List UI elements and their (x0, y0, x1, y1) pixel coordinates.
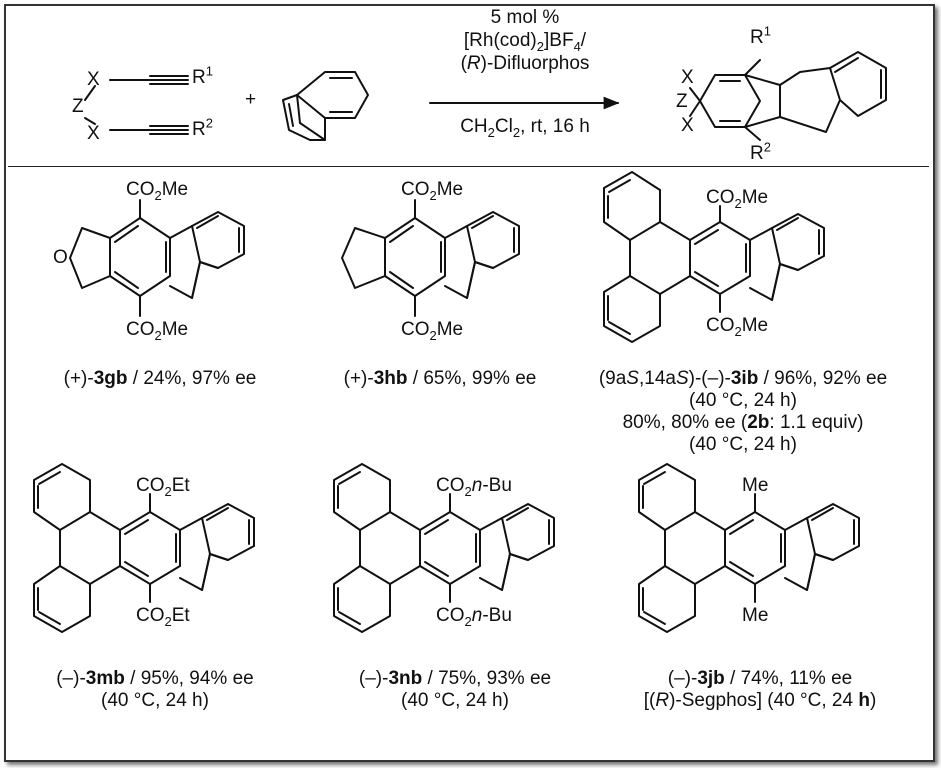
r1-label: R1 (192, 63, 213, 88)
compound-label-3mb: (–)-3mb / 95%, 94% ee (40 °C, 24 h) (56, 668, 254, 711)
structure-3nb (333, 463, 555, 633)
compound-label-3ib: (9aS,14aS)-(–)-3ib / 96%, 92% ee (40 °C,… (598, 368, 888, 455)
divider-line (8, 166, 929, 167)
structure-3mb (33, 463, 255, 633)
diyne-reactant (84, 75, 189, 135)
x-label-bottom: X (87, 123, 100, 144)
conditions-catalyst-loading: 5 mol % (490, 7, 560, 28)
substituent-co2me: CO2Me (401, 319, 464, 343)
product-x-top: X (681, 67, 694, 88)
structure-3gb (69, 199, 245, 317)
substituent-co2et: CO2Et (136, 475, 190, 499)
product-r1-label: R1 (750, 23, 771, 48)
r2-label: R2 (192, 115, 213, 140)
compound-label-3hb: (+)-3hb / 65%, 99% ee (343, 368, 537, 389)
substituent-me: Me (742, 605, 769, 626)
structure-3hb (341, 199, 520, 317)
x-label-top: X (87, 69, 100, 90)
conditions-ligand: (R)-Difluorphos (460, 53, 590, 74)
conditions-solvent: CH2Cl2, rt, 16 h (460, 116, 590, 140)
oxygen-label: O (53, 247, 68, 268)
substituent-co2me: CO2Me (706, 187, 769, 211)
substituent-co2me: CO2Me (401, 179, 464, 203)
substituent-co2me: CO2Me (126, 179, 189, 203)
compound-label-3jb: (–)-3jb / 74%, 11% ee [(R)-Segphos] (40 … (643, 668, 877, 711)
compound-label-3nb: (–)-3nb / 75%, 93% ee (40 °C, 24 h) (358, 668, 552, 711)
substituent-co2et: CO2Et (136, 605, 190, 629)
product-general (689, 51, 887, 141)
substituent-co2nbu: CO2n-Bu (436, 605, 512, 629)
indene-reactant (282, 71, 369, 141)
compound-label-3gb: (+)-3gb / 24%, 97% ee (63, 368, 257, 389)
product-r2-label: R2 (750, 139, 771, 164)
plus-sign: + (245, 89, 257, 110)
product-x-bottom: X (681, 115, 694, 136)
structure-3jb (638, 463, 860, 633)
product-z: Z (676, 91, 688, 112)
conditions-catalyst: [Rh(cod)2]BF4/ (463, 30, 587, 54)
substituent-me: Me (742, 475, 769, 496)
substituent-co2me: CO2Me (706, 315, 769, 339)
substituent-co2me: CO2Me (126, 319, 189, 343)
z-label: Z (72, 96, 84, 117)
substituent-co2nbu: CO2n-Bu (436, 475, 512, 499)
structure-3ib (603, 171, 825, 343)
